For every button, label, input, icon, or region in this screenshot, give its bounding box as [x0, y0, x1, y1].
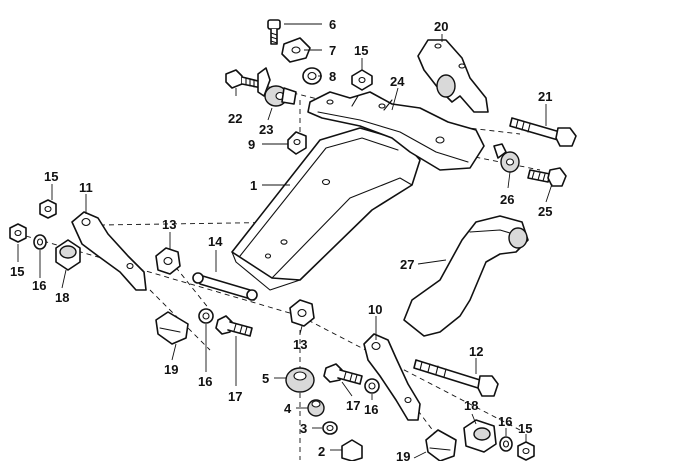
part-main-bracket [231, 127, 421, 291]
part-bolt-12 [413, 359, 499, 397]
leader-lines [17, 23, 553, 459]
callout-11: 11 [79, 180, 93, 195]
part-sleeve-14 [192, 272, 258, 301]
callout-12: 12 [469, 344, 483, 359]
callout-13-middle: 13 [293, 337, 307, 352]
callout-10: 10 [368, 302, 382, 317]
callout-17-left: 17 [228, 389, 242, 404]
callout-15-upper: 15 [354, 43, 368, 58]
part-lever-10 [363, 333, 421, 421]
callout-16-bottom: 16 [498, 414, 512, 429]
part-washer-16-middle [198, 308, 214, 324]
callout-26: 26 [500, 192, 514, 207]
part-bolt-17-right [323, 363, 363, 385]
callout-24: 24 [390, 74, 405, 89]
part-clip-26 [493, 143, 520, 173]
callout-2: 2 [318, 444, 325, 459]
part-nut-2 [341, 439, 363, 461]
part-bolt-21 [509, 117, 577, 147]
part-bushing-18-right [463, 419, 497, 453]
part-nut-15-upper [351, 69, 373, 91]
part-nut-13-left [155, 247, 181, 275]
part-washer-16-left [33, 234, 47, 250]
callout-6: 6 [329, 17, 336, 32]
callout-14: 14 [208, 234, 223, 249]
part-clip-19-left [155, 311, 189, 345]
callout-15-bottom: 15 [518, 421, 532, 436]
part-nut-15-left-top [39, 199, 57, 219]
part-bushing-18-left [55, 239, 81, 271]
callout-27: 27 [400, 257, 414, 272]
part-washer-16-right [364, 378, 380, 394]
part-nut-9 [287, 131, 307, 155]
part-clip-7 [281, 37, 311, 63]
callout-25: 25 [538, 204, 552, 219]
callout-16-left: 16 [32, 278, 46, 293]
part-clip-19-bottom [425, 429, 457, 461]
part-nut-15-bottom [517, 441, 535, 461]
part-upper-plate [307, 91, 485, 171]
callout-8: 8 [329, 69, 336, 84]
callout-20: 20 [434, 19, 448, 34]
callout-16-right: 16 [364, 402, 378, 417]
callout-17-right: 17 [346, 398, 360, 413]
callout-22: 22 [228, 111, 242, 126]
part-bushing-23 [257, 67, 297, 107]
part-washer-16-bottom [499, 436, 513, 452]
part-nut-15-left-bottom [9, 223, 27, 243]
part-lever-11 [71, 211, 147, 291]
part-bolt-22 [225, 69, 263, 89]
callout-21: 21 [538, 89, 552, 104]
callout-19-left: 19 [164, 362, 178, 377]
callout-15-left-bottom: 15 [10, 264, 24, 279]
part-bolt-25 [527, 167, 567, 187]
part-clamp [417, 39, 489, 113]
callout-4: 4 [284, 401, 292, 416]
callout-9: 9 [248, 137, 255, 152]
part-bushing-5 [285, 367, 315, 393]
callout-15-left-top: 15 [44, 169, 58, 184]
part-nut-13-middle [289, 299, 315, 327]
part-pedal-arm [403, 215, 529, 337]
part-washer-3 [322, 421, 338, 435]
part-bolt-6 [267, 19, 281, 45]
callout-16-middle: 16 [198, 374, 212, 389]
callout-18-left: 18 [55, 290, 69, 305]
callout-5: 5 [262, 371, 269, 386]
callout-7: 7 [329, 43, 336, 58]
callout-18-right: 18 [464, 398, 478, 413]
callout-3: 3 [300, 421, 307, 436]
callout-numbers: 1 2 3 4 5 6 7 8 9 10 11 12 13 13 14 15 1… [10, 17, 552, 461]
callout-13-left: 13 [162, 217, 176, 232]
part-sleeve-4 [307, 399, 325, 417]
callout-23: 23 [259, 122, 273, 137]
callout-1: 1 [250, 178, 257, 193]
part-bolt-17-left [215, 315, 253, 337]
callout-19-bottom: 19 [396, 449, 410, 461]
